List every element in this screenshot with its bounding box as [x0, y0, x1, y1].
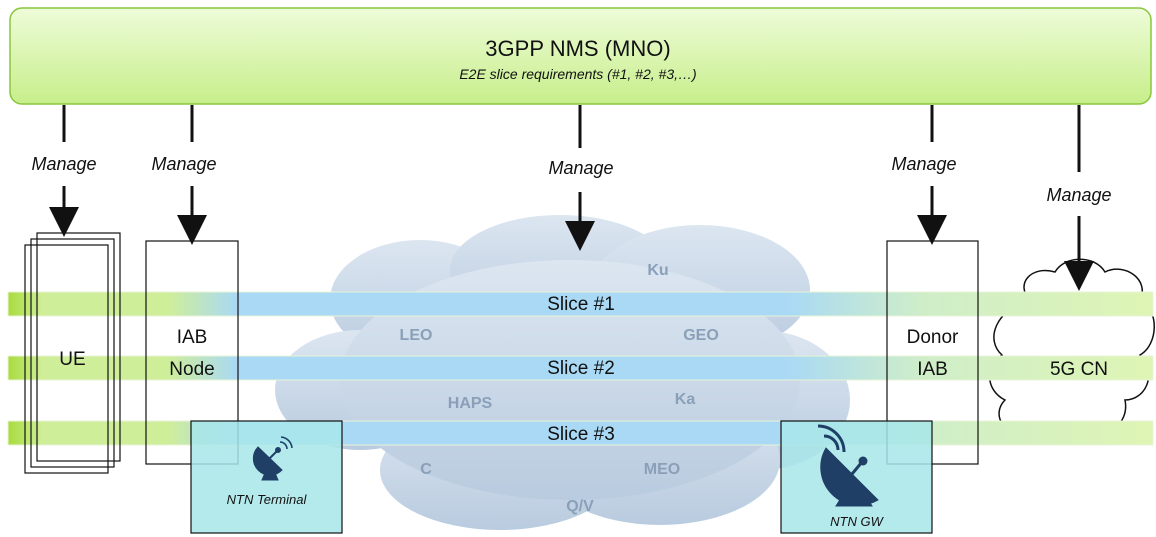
slice-label-1: Slice #1	[547, 294, 615, 315]
ntn-gateway-box	[780, 420, 933, 534]
nms-title: 3GPP NMS (MNO)	[485, 36, 671, 61]
donor-iab-label-line1: Donor	[906, 327, 959, 348]
manage-connectors	[49, 105, 1094, 291]
platform-label-haps: HAPS	[447, 395, 493, 412]
band-label-c: C	[420, 461, 432, 478]
ntn-gateway-label: NTN GW	[830, 514, 883, 529]
orbit-label-geo: GEO	[683, 327, 719, 344]
orbit-label-leo: LEO	[399, 327, 433, 344]
nms-box	[9, 7, 1152, 105]
manage-label-ue: Manage	[31, 154, 97, 174]
ue-label: UE	[59, 349, 86, 370]
band-label-ku: Ku	[647, 262, 669, 279]
ntn-terminal-label: NTN Terminal	[226, 492, 307, 507]
manage-label-satellite: Manage	[548, 158, 614, 178]
manage-label-core: Manage	[1046, 185, 1112, 205]
iab-node-label-line1: IAB	[176, 327, 208, 348]
band-label-ka: Ka	[674, 391, 696, 408]
nms-subtitle: E2E slice requirements (#1, #2, #3,…)	[459, 66, 697, 82]
slice-bar-1	[7, 291, 1154, 317]
satellite-dish-icon	[252, 436, 293, 481]
core-network-cloud	[988, 258, 1155, 446]
slice-label-3: Slice #3	[547, 424, 615, 445]
donor-iab-label-line2: IAB	[917, 359, 948, 380]
ground-station-dish-icon	[817, 424, 879, 507]
slice-bar-2	[7, 355, 1154, 381]
slice-label-2: Slice #2	[547, 358, 615, 379]
manage-label-iab-node: Manage	[151, 154, 217, 174]
orbit-label-meo: MEO	[643, 461, 681, 478]
core-network-label: 5G CN	[1049, 359, 1109, 380]
band-label-qv: Q/V	[566, 498, 594, 515]
manage-label-donor-iab: Manage	[891, 154, 957, 174]
iab-node-label-line2: Node	[169, 359, 215, 380]
